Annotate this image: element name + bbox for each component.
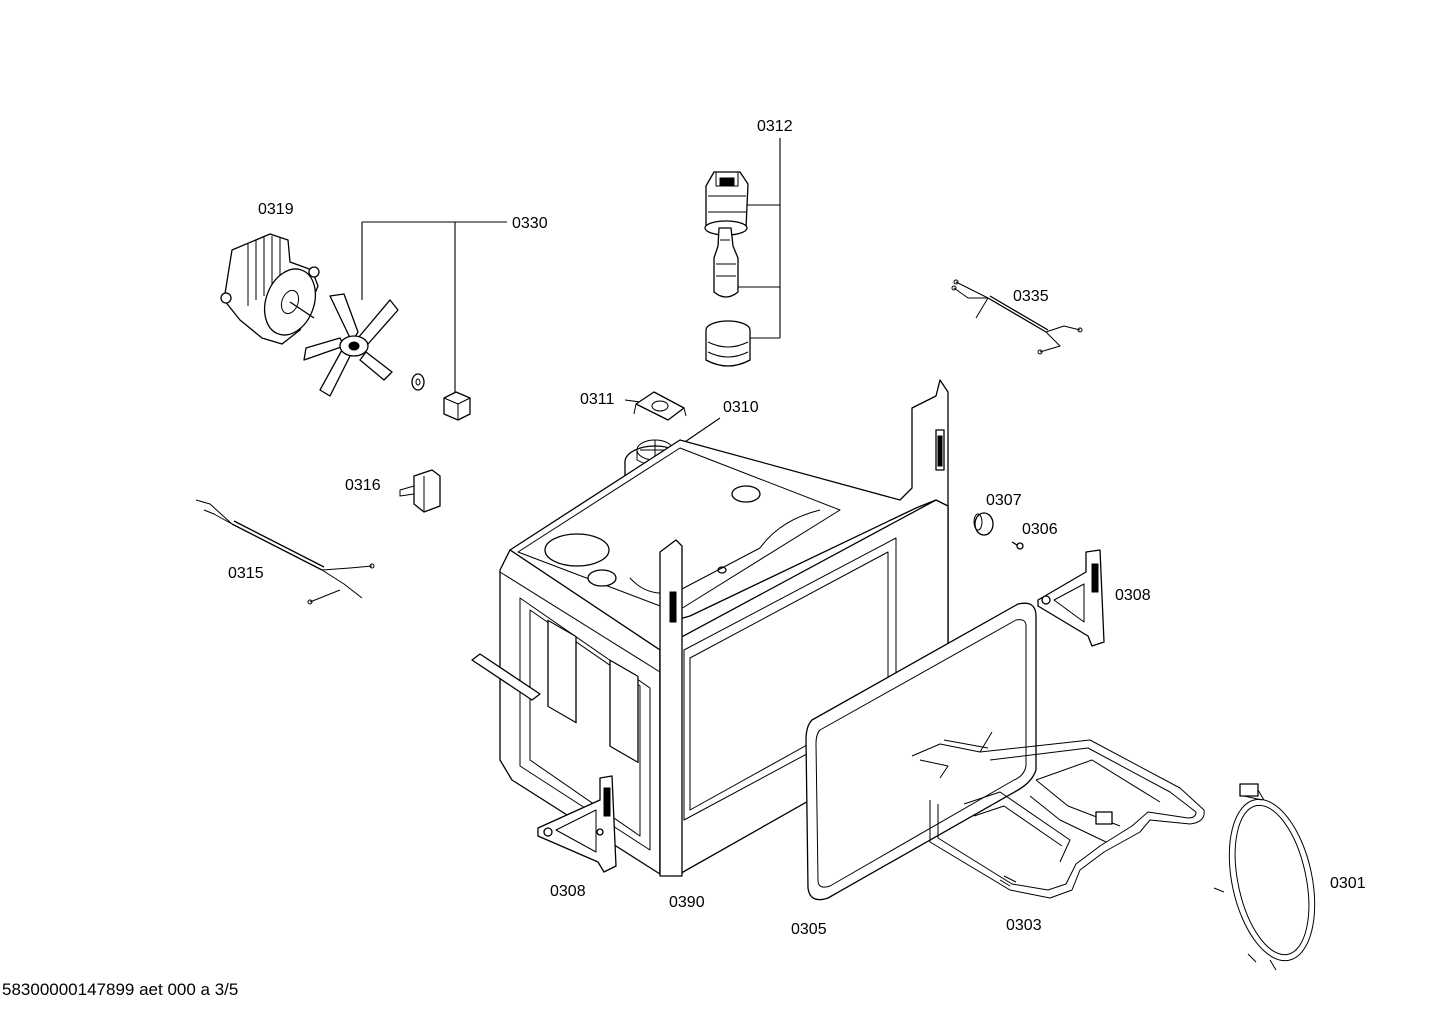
knob-part-right <box>973 512 994 536</box>
part-label-0312: 0312 <box>757 118 793 135</box>
fan-washer-part <box>411 373 425 391</box>
part-label-0335: 0335 <box>1013 288 1049 305</box>
part-label-0301: 0301 <box>1330 875 1366 892</box>
fan-blade-part <box>303 293 399 397</box>
part-label-0310: 0310 <box>723 399 759 416</box>
door-seal-frame-part <box>805 602 1037 901</box>
part-label-0308-left: 0308 <box>550 883 586 900</box>
part-label-0311: 0311 <box>580 391 615 408</box>
lamp-bracket-part <box>633 391 687 421</box>
part-label-0305: 0305 <box>791 921 827 938</box>
lamp-bulb-part <box>713 227 739 298</box>
connector-part-0316 <box>399 469 441 513</box>
oven-cavity-part <box>471 379 949 877</box>
part-label-0308-right: 0308 <box>1115 587 1151 604</box>
screw-part-right <box>1011 541 1024 550</box>
part-label-0303: 0303 <box>1006 917 1042 934</box>
part-label-0315: 0315 <box>228 565 264 582</box>
lamp-holder-part <box>704 171 749 236</box>
side-bracket-part-right <box>1037 549 1105 647</box>
document-footer-code: 58300000147899 aet 000 a 3/5 <box>2 980 239 999</box>
wire-harness-0335 <box>951 279 1083 355</box>
part-label-0390: 0390 <box>669 894 705 911</box>
part-label-0316: 0316 <box>345 477 381 494</box>
side-bracket-part-left <box>537 775 617 873</box>
part-label-0319: 0319 <box>258 201 294 218</box>
fan-nut-part <box>443 391 471 421</box>
wire-harness-0315 <box>195 499 375 605</box>
part-label-0306-right: 0306 <box>1022 521 1058 538</box>
part-label-0307-right: 0307 <box>986 492 1022 509</box>
grill-heater-part <box>911 731 1205 899</box>
part-label-0330: 0330 <box>512 215 548 232</box>
lamp-cover-part <box>705 320 751 367</box>
fan-motor-part <box>220 233 320 345</box>
ring-heater-part <box>1213 783 1316 971</box>
